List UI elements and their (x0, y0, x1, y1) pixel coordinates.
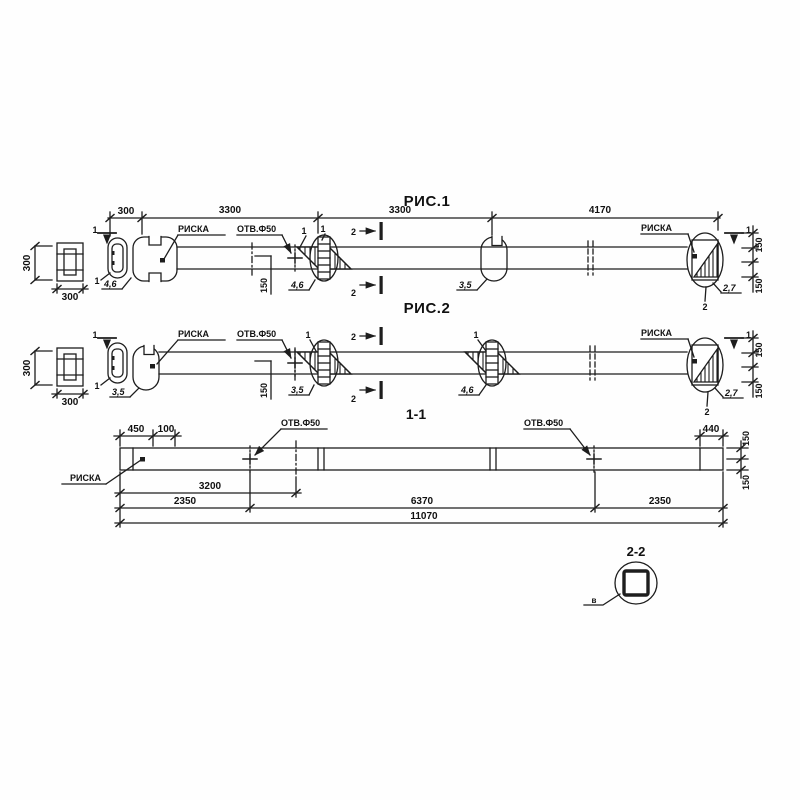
fig1-hole: ОТВ.Ф50 150 (236, 224, 303, 295)
fig2-left-end: 1 3,5 (94, 342, 160, 398)
sec11-hole-left-label: ОТВ.Ф50 (281, 418, 320, 428)
fig2-right-dim-150-bottom: 150 (754, 383, 764, 398)
fig1-cross-section: 300 300 (22, 241, 89, 303)
fig2-right-end: РИСКА 2,7 2 1 150 150 (640, 328, 764, 417)
fig1-right-dim-150-bottom: 150 (754, 278, 764, 293)
sec11-dim-150-top: 150 (741, 431, 751, 446)
fig1-title: РИС.1 (404, 193, 451, 210)
fig1-left-end-callout: 1 (94, 276, 99, 286)
sec11-hole-left: ОТВ.Ф50 (254, 418, 328, 456)
fig1-left-end-weld: 4,6 (103, 279, 118, 289)
fig2-view-arrow-right-label: 1 (746, 330, 751, 340)
fig1-view-arrow-left-label: 1 (92, 225, 97, 235)
fig1-stirrup: 1 1 4,6 (288, 224, 351, 291)
figure-1: РИС.1 300 3300 3300 4170 300 (22, 193, 764, 312)
fig2-riska-left-label: РИСКА (178, 329, 209, 339)
fig2-view-arrow-left: 1 (92, 330, 117, 351)
sec11-beam (119, 440, 724, 478)
fig1-cut-bottom-label: 2 (351, 288, 356, 298)
fig1-dim-4170: 4170 (589, 205, 612, 216)
sec11-right-dims: 150 150 (726, 431, 751, 490)
fig1-riska-left: РИСКА (163, 224, 226, 260)
fig2-cut-top-label: 2 (351, 332, 356, 342)
sec11-dim-450: 450 (128, 424, 145, 435)
figure-2: РИС.2 300 300 1 (22, 300, 764, 417)
sec11-hole-right: ОТВ.Ф50 (523, 418, 591, 456)
fig2-beam (158, 345, 688, 381)
fig2-stirrup2-weld: 4,6 (460, 385, 475, 395)
fig2-riska-right-label: РИСКА (641, 328, 672, 338)
fig2-hole-label: ОТВ.Ф50 (237, 329, 276, 339)
fig1-right-end-weld: 2,7 (722, 283, 737, 293)
fig2-hole-offset: 150 (259, 383, 269, 398)
fig1-section-width: 300 (62, 292, 79, 303)
sec11-riska: РИСКА (61, 459, 142, 485)
fig2-riska-left: РИСКА (156, 329, 226, 365)
sec22-title: 2-2 (627, 544, 646, 559)
fig2-stirrup1-callout: 1 (305, 330, 310, 340)
section-1-1: 1-1 450 100 ОТВ.Ф50 (61, 406, 751, 528)
fig1-dim-3300-b: 3300 (389, 205, 412, 216)
fig1-left-end: 1 4,6 (94, 235, 178, 290)
fig1-stirrup-callout-b: 1 (320, 224, 325, 234)
fig1-beam (176, 240, 688, 276)
sec11-riska-label: РИСКА (70, 473, 101, 483)
detail-2-2: 2-2 в (583, 544, 658, 606)
fig2-section-width: 300 (62, 397, 79, 408)
sec11-dim-11070: 11070 (410, 511, 438, 522)
fig2-hole: ОТВ.Ф50 150 (236, 329, 303, 400)
fig1-stirrup-weld: 4,6 (290, 280, 305, 290)
fig1-right-end: РИСКА 2,7 2 1 150 150 (640, 223, 764, 312)
sec11-top-left-dims: 450 100 (113, 424, 182, 447)
fig2-left-end-callout: 1 (94, 381, 99, 391)
fig2-right-dim-150-top: 150 (754, 342, 764, 357)
fig1-section-height: 300 (22, 254, 33, 271)
fig1-right-dim-150-top: 150 (754, 237, 764, 252)
sec11-dim-100: 100 (158, 424, 175, 435)
fig1-sleeve: 3,5 (456, 235, 508, 291)
fig2-title: РИС.2 (404, 300, 451, 317)
fig1-riska-right-label: РИСКА (641, 223, 672, 233)
fig2-right-end-callout: 2 (704, 407, 709, 417)
fig2-stirrup1-weld: 3,5 (291, 385, 305, 395)
fig1-sleeve-weld: 3,5 (459, 280, 473, 290)
sec22-leader (583, 593, 621, 606)
fig1-dim-300: 300 (118, 206, 135, 217)
fig1-view-arrow-right-label: 1 (746, 225, 751, 235)
fig1-cut-marks: 2 2 (351, 222, 383, 298)
sec11-top-right-dim: 440 (694, 424, 729, 447)
fig2-cut-bottom-label: 2 (351, 394, 356, 404)
fig1-top-dimensions: 300 3300 3300 4170 (105, 205, 723, 237)
sec11-dim-150-bottom: 150 (741, 475, 751, 490)
sec22-callout-label: в (592, 596, 597, 605)
fig2-stirrup-1: 1 3,5 (288, 330, 351, 396)
fig2-view-arrow-left-label: 1 (92, 330, 97, 340)
fig2-section-height: 300 (22, 359, 33, 376)
sec11-dim-2350-left: 2350 (174, 496, 197, 507)
fig1-right-end-callout: 2 (702, 302, 707, 312)
fig1-dim-3300-a: 3300 (219, 205, 242, 216)
sec22-circle (614, 561, 658, 605)
fig2-left-end-weld: 3,5 (112, 387, 126, 397)
fig1-hole-offset: 150 (259, 278, 269, 293)
fig2-stirrup2-callout: 1 (473, 330, 478, 340)
fig2-stirrup-2: 1 4,6 (458, 330, 519, 396)
fig2-cut-marks: 2 2 (351, 327, 383, 404)
fig1-stirrup-callout-a: 1 (301, 226, 306, 236)
sec11-hole-right-label: ОТВ.Ф50 (524, 418, 563, 428)
fig2-right-end-weld: 2,7 (724, 388, 739, 398)
sec22-square (622, 569, 650, 597)
sec11-title: 1-1 (406, 406, 426, 422)
fig1-cut-top-label: 2 (351, 227, 356, 237)
sec11-dim-3200: 3200 (199, 481, 222, 492)
fig2-cross-section: 300 300 (22, 346, 89, 408)
sec11-dim-2350-right: 2350 (649, 496, 672, 507)
fig1-riska-left-label: РИСКА (178, 224, 209, 234)
fig1-view-arrow-left: 1 (92, 225, 117, 246)
sec11-dim-6370: 6370 (411, 496, 434, 507)
sec11-dim-440: 440 (703, 424, 720, 435)
fig1-hole-label: ОТВ.Ф50 (237, 224, 276, 234)
sec11-bottom-dims: 3200 2350 6370 2350 11070 (114, 471, 728, 528)
